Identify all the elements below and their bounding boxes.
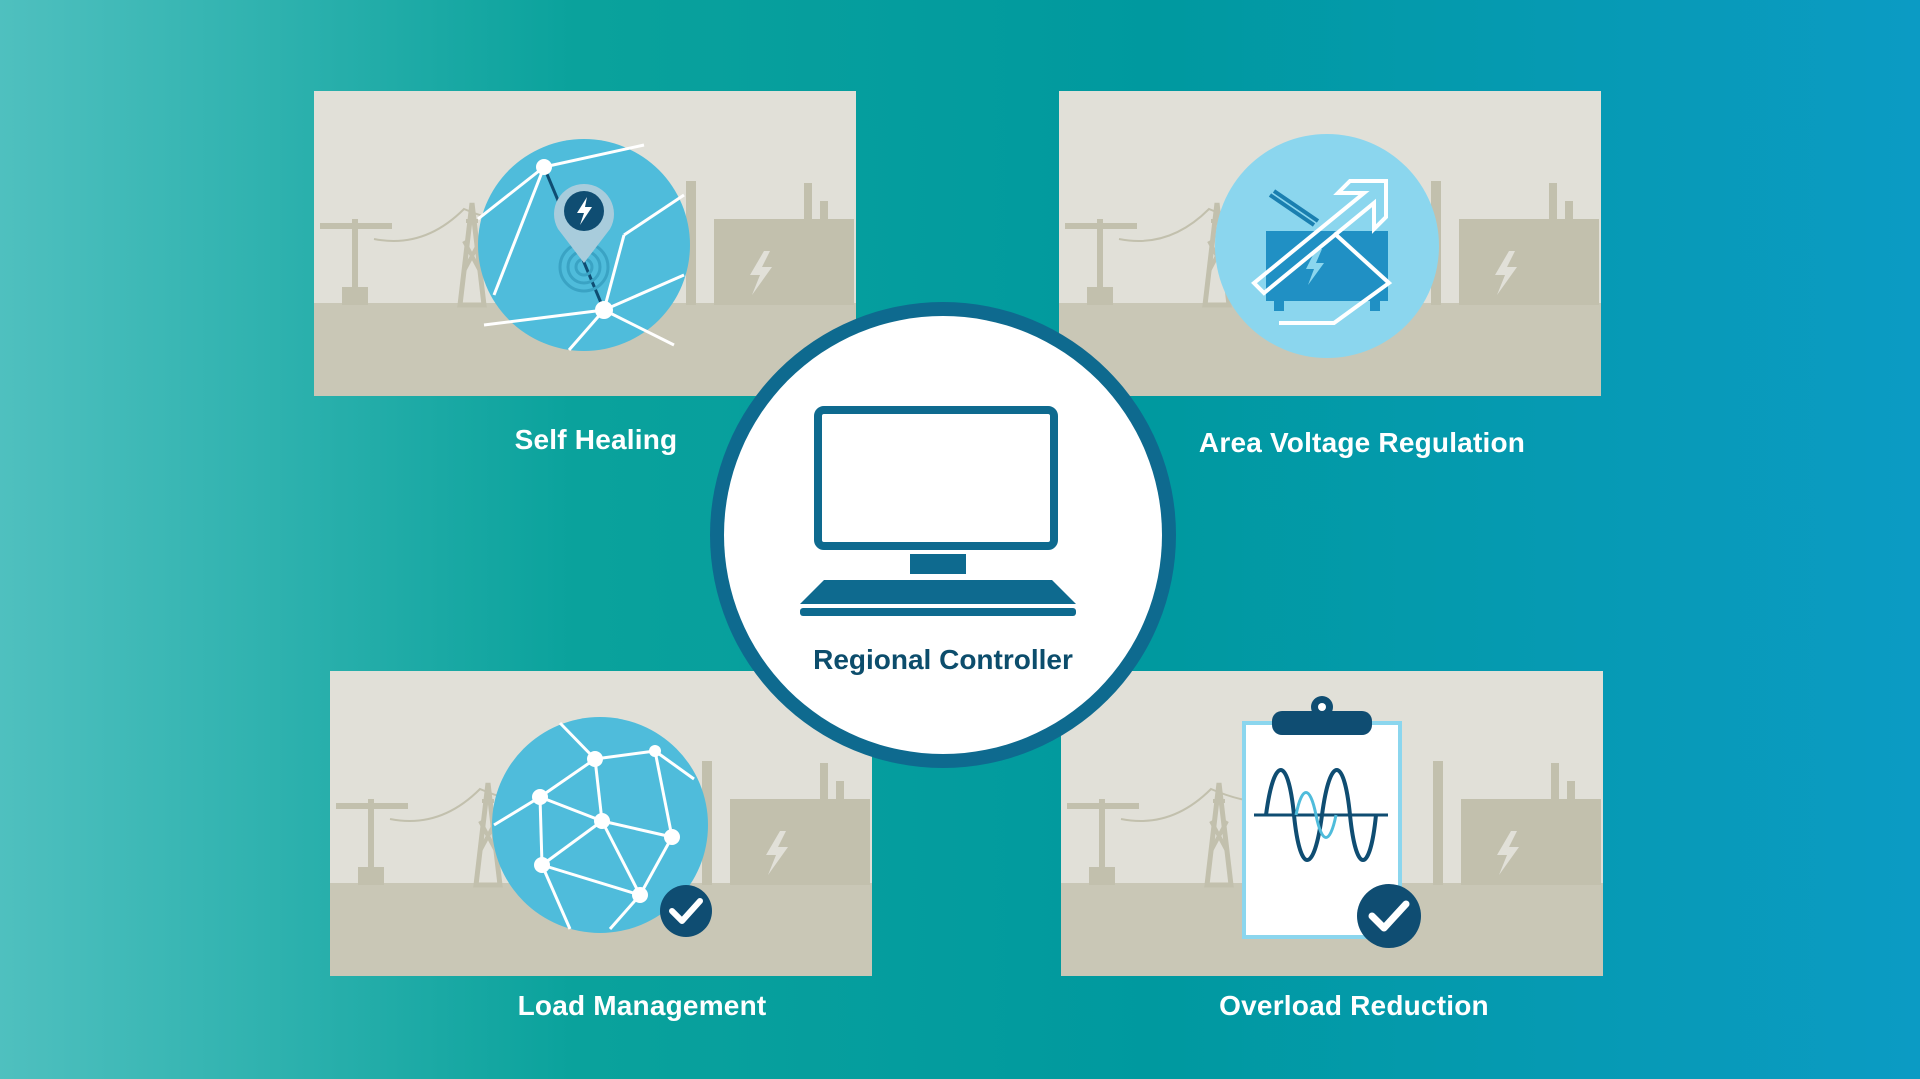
panel-area-voltage-regulation [1059,91,1601,396]
panel-overload-reduction [1061,671,1603,976]
network-check-icon [492,717,712,937]
label-load-management: Load Management [517,990,767,1021]
computer-icon [800,406,1076,616]
panel-self-healing [314,91,856,396]
center-label: Regional Controller [813,644,1073,675]
center-disc [724,316,1162,754]
label-overload-reduction: Overload Reduction [1219,990,1489,1021]
clipboard-waveform-check-icon [1242,696,1421,948]
panel-load-management [330,671,872,976]
label-area-voltage-regulation: Area Voltage Regulation [1198,427,1526,458]
transformer-arrows-icon [1215,134,1439,358]
grid-location-bolt-icon [477,139,690,351]
label-self-healing: Self Healing [514,424,678,455]
